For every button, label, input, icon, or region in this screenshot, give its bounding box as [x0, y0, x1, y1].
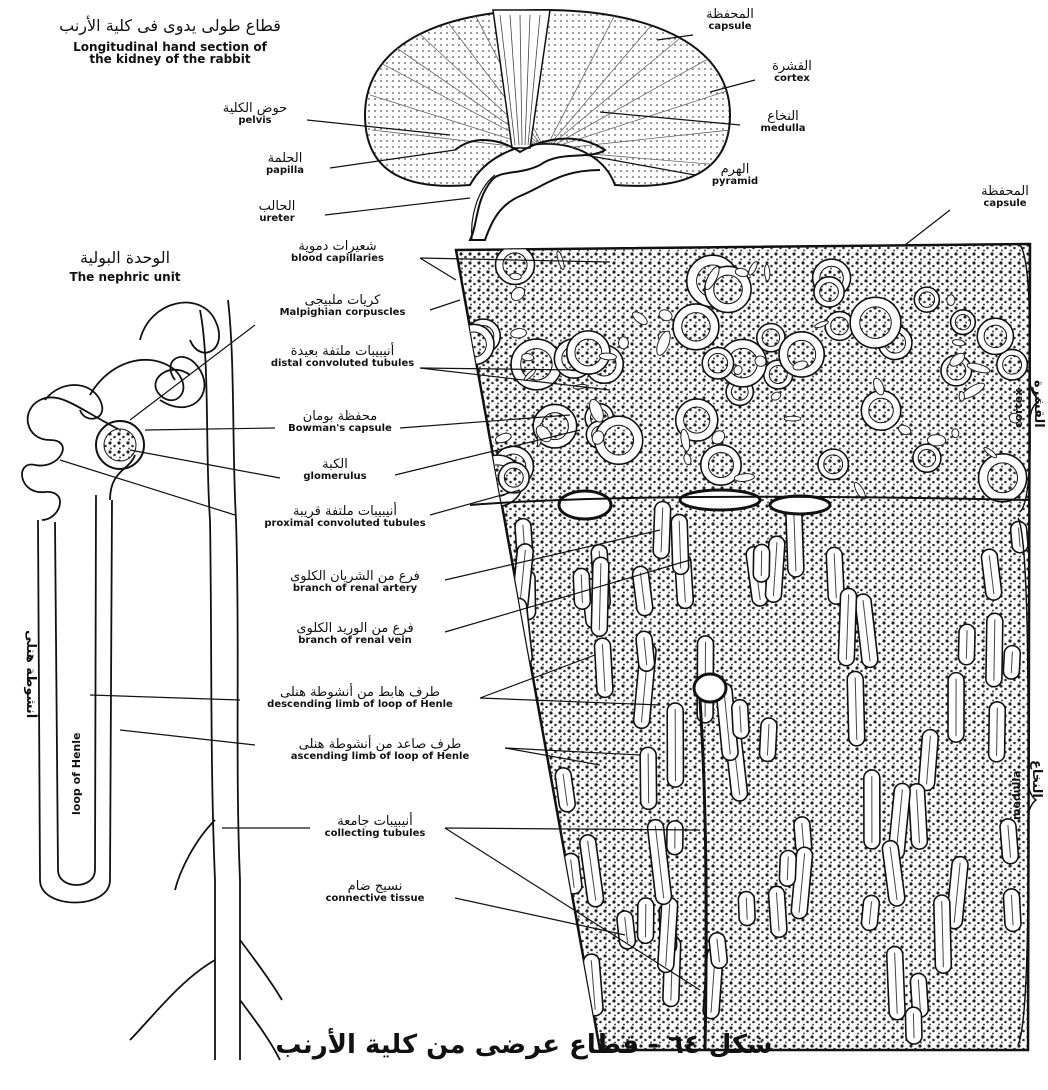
kidney-capsule-ar: المحفظة [690, 8, 770, 22]
kidney-ureter-en: ureter [232, 214, 322, 225]
nephric-unit-drawing [22, 300, 282, 1060]
section-cortex-en: cortex [1012, 389, 1025, 428]
kidney-medulla-label: النخاع medulla [738, 110, 828, 134]
kidney-capsule-en: capsule [690, 22, 770, 33]
kidney-papilla-label: الحلمة papilla [240, 152, 330, 176]
label-en: Bowman's capsule [265, 424, 415, 435]
nephric-unit-title: الوحدة البولية The nephric unit [15, 250, 235, 283]
label-ar: محفظة بومان [265, 410, 415, 424]
label-en: ascending limb of loop of Henle [255, 752, 505, 763]
kidney-medulla-en: medulla [738, 124, 828, 135]
label-ar: أنيبيبات جامعة [305, 815, 445, 829]
label-malpighian-corpuscles: كريات ملبيجى Malpighian corpuscles [250, 294, 435, 318]
label-ar: شعيرات دموية [255, 240, 420, 254]
label-en: branch of renal artery [265, 584, 445, 595]
label-ar: نسيج ضام [300, 880, 450, 894]
kidney-cortex-en: cortex [752, 74, 832, 85]
label-branch-renal-vein: فرع من الوريد الكلوى branch of renal vei… [265, 622, 445, 646]
label-ar: الكبة [280, 458, 390, 472]
title-arabic: قطاع طولى يدوى فى كلية الأرنب [10, 18, 330, 35]
kidney-pelvis-ar: حوض الكلية [200, 102, 310, 116]
label-distal-convoluted-tubules: أنيبيبات ملتفة بعيدة distal convoluted t… [260, 345, 425, 369]
label-glomerulus: الكبة glomerulus [280, 458, 390, 482]
section-medulla-en: medulla [1010, 770, 1023, 820]
kidney-pelvis-en: pelvis [200, 116, 310, 127]
kidney-ureter-ar: الحالب [232, 200, 322, 214]
label-connective-tissue: نسيج ضام connective tissue [300, 880, 450, 904]
label-en: connective tissue [300, 894, 450, 905]
section-capsule-en: capsule [965, 199, 1045, 210]
kidney-ureter-label: الحالب ureter [232, 200, 322, 224]
kidney-medulla-ar: النخاع [738, 110, 828, 124]
label-en: Malpighian corpuscles [250, 308, 435, 319]
label-bowmans-capsule: محفظة بومان Bowman's capsule [265, 410, 415, 434]
title-english-line2: the kidney of the rabbit [10, 53, 330, 66]
label-ar: كريات ملبيجى [250, 294, 435, 308]
kidney-cross-section-cone [454, 244, 1030, 1050]
label-ar: طرف صاعد من أنشوطة هنلى [255, 738, 505, 752]
section-cortex-ar: القشرة [1031, 380, 1046, 428]
section-medulla-ar: النخاع [1029, 760, 1044, 798]
section-capsule-label: المحفظة capsule [965, 185, 1045, 209]
kidney-longitudinal-section [365, 5, 730, 240]
loop-henle-label-arabic: أنشوطة هنلى [23, 630, 38, 718]
title-block: قطاع طولى يدوى فى كلية الأرنب Longitudin… [10, 18, 330, 66]
label-en: proximal convoluted tubules [250, 519, 440, 530]
kidney-cortex-label: القشرة cortex [752, 60, 832, 84]
loop-henle-label-english: loop of Henle [70, 733, 83, 816]
label-blood-capillaries: شعيرات دموية blood capillaries [255, 240, 420, 264]
kidney-capsule-label: المحفظة capsule [690, 8, 770, 32]
label-branch-renal-artery: فرع من الشريان الكلوى branch of renal ar… [265, 570, 445, 594]
label-ar: فرع من الوريد الكلوى [265, 622, 445, 636]
label-ar: طرف هابط من أنشوطة هنلى [240, 686, 480, 700]
kidney-pyramid-label: الهرم pyramid [690, 163, 780, 187]
label-collecting-tubules: أنيبيبات جامعة collecting tubules [305, 815, 445, 839]
kidney-cortex-ar: القشرة [752, 60, 832, 74]
label-proximal-convoluted-tubules: أنيبيبات ملتفة قريبة proximal convoluted… [250, 505, 440, 529]
label-descending-limb: طرف هابط من أنشوطة هنلى descending limb … [240, 686, 480, 710]
kidney-pelvis-label: حوض الكلية pelvis [200, 102, 310, 126]
label-en: collecting tubules [305, 829, 445, 840]
label-en: branch of renal vein [265, 636, 445, 647]
kidney-papilla-ar: الحلمة [240, 152, 330, 166]
section-capsule-ar: المحفظة [965, 185, 1045, 199]
label-ar: فرع من الشريان الكلوى [265, 570, 445, 584]
nephric-unit-arabic: الوحدة البولية [15, 250, 235, 267]
label-en: blood capillaries [255, 254, 420, 265]
label-ar: أنيبيبات ملتفة بعيدة [260, 345, 425, 359]
label-en: distal convoluted tubules [260, 359, 425, 370]
nephric-unit-english: The nephric unit [15, 271, 235, 284]
kidney-papilla-en: papilla [240, 166, 330, 177]
label-en: glomerulus [280, 472, 390, 483]
kidney-pyramid-ar: الهرم [690, 163, 780, 177]
figure-caption: شكل ٦٤ - قطاع عرضى من كلية الأرنب [0, 1030, 1048, 1060]
kidney-pyramid-en: pyramid [690, 177, 780, 188]
label-ascending-limb: طرف صاعد من أنشوطة هنلى ascending limb o… [255, 738, 505, 762]
label-en: descending limb of loop of Henle [240, 700, 480, 711]
label-ar: أنيبيبات ملتفة قريبة [250, 505, 440, 519]
